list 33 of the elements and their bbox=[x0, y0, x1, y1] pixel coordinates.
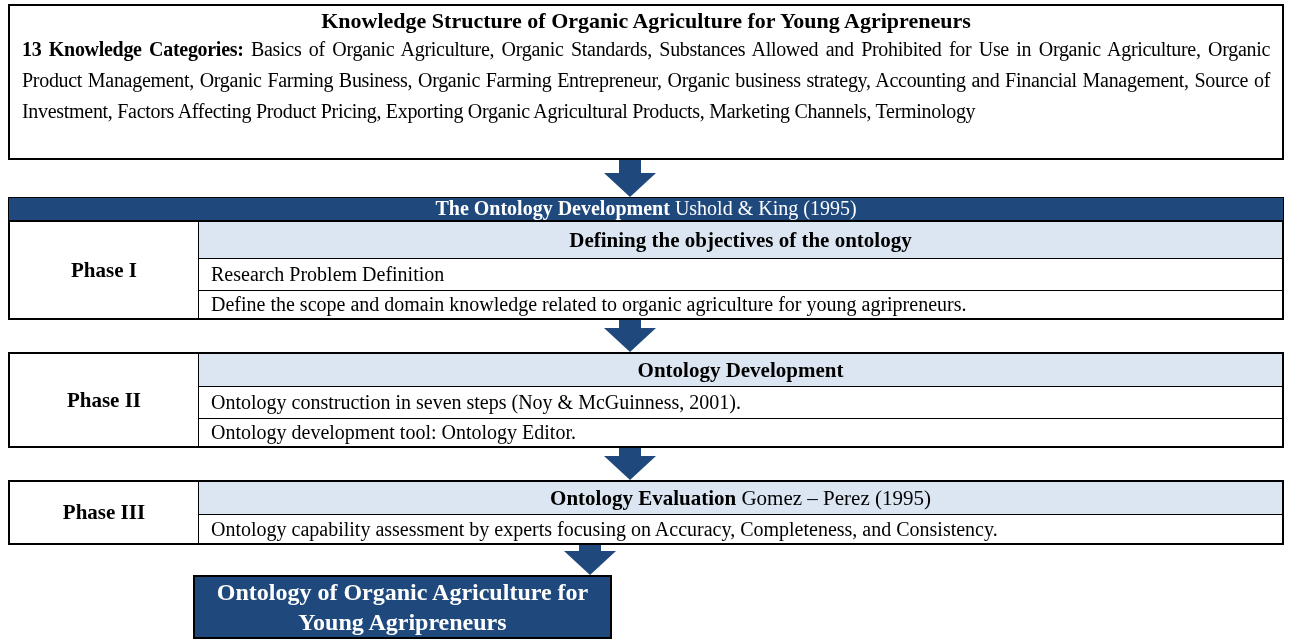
phase-table bbox=[8, 480, 1284, 545]
heading-cell bbox=[198, 222, 1282, 258]
heading-cell bbox=[198, 482, 1282, 514]
row-text: Research Problem Definition bbox=[211, 263, 445, 286]
down-arrow bbox=[604, 160, 656, 197]
down-arrow bbox=[564, 545, 616, 575]
phase-label: Phase II bbox=[65, 386, 143, 414]
phase-table bbox=[8, 220, 1284, 320]
table-row bbox=[198, 418, 1282, 446]
row-text: Define the scope and domain knowledge related to organic agriculture for young agripreneurs. bbox=[211, 293, 967, 316]
heading-text: Defining the objectives of the ontology bbox=[569, 227, 912, 253]
knowledge-structure-box bbox=[8, 4, 1284, 160]
title-text: Knowledge Structure of Organic Agriculture for Young Agripreneurs bbox=[320, 8, 972, 34]
phase-label: Phase III bbox=[61, 499, 147, 526]
row-text: Ontology development tool: Ontology Editor. bbox=[211, 421, 576, 444]
table-row bbox=[198, 514, 1282, 543]
table-row bbox=[198, 386, 1282, 418]
phase-table bbox=[8, 352, 1284, 448]
table-row bbox=[198, 258, 1282, 290]
table-row bbox=[198, 290, 1282, 318]
result-box bbox=[193, 575, 612, 639]
row-text: Ontology capability assessment by experts focusing on Accuracy, Completeness, and Consistency. bbox=[211, 517, 998, 541]
heading-text: Ontology Development bbox=[637, 357, 844, 383]
row-text: Ontology construction in seven steps (Noy & McGuinness, 2001). bbox=[211, 391, 741, 414]
down-arrow bbox=[604, 448, 656, 480]
down-arrow bbox=[604, 320, 656, 352]
result-text: Ontology of Organic Agriculture for Young Agripreneurs bbox=[215, 578, 590, 637]
band-title: The Ontology Development Ushold & King (1995) bbox=[435, 197, 857, 219]
heading-text: Ontology Evaluation Gomez – Perez (1995) bbox=[550, 485, 931, 511]
category-list-text: 13 Knowledge Categories: Basics of Organic Agriculture, Organic Standards, Substances Allowed and Prohibited for Use in Organic Agriculture, Organic Product Management, Organic Farming Business, Organic Farming Entrepreneur, Organic business strategy, Accounting and Financial Management, Source of Investment, Factors Affecting Product Pricing, Exporting Organic Agricultural Products, Marketing Channels, Terminology bbox=[22, 37, 1270, 125]
header-band bbox=[8, 197, 1284, 221]
phase-label: Phase I bbox=[70, 256, 138, 284]
heading-cell bbox=[198, 354, 1282, 386]
